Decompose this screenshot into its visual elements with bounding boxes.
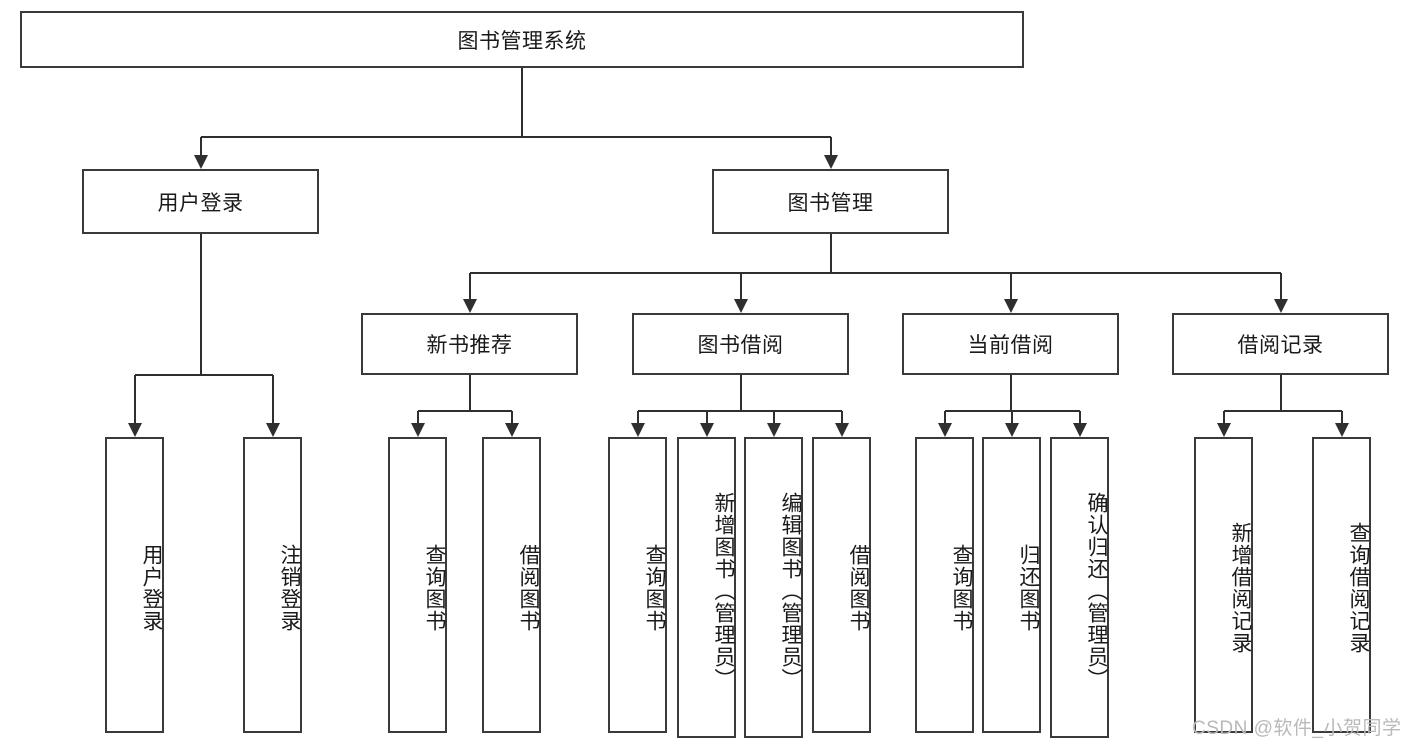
connector-to-level3 [739,273,742,311]
node-leaf-borrow-book-rec[interactable]: 借阅图书 [482,437,541,733]
arrow-head-icon [265,423,280,437]
node-root-system[interactable]: 图书管理系统 [20,11,1024,68]
arrow-head-icon [937,423,952,437]
node-label: 新书推荐 [426,334,513,357]
node-book-borrow[interactable]: 图书借阅 [632,313,849,375]
node-leaf-add-borrow-record[interactable]: 新增借阅记录 [1194,437,1253,733]
connector-parent-bus [637,410,842,412]
node-new-book-recommend[interactable]: 新书推荐 [361,313,578,375]
connector-to-level3 [1009,273,1012,311]
connector-to-leaf [133,375,136,435]
node-leaf-edit-book-admin[interactable]: 编辑图书（管理员） [744,437,803,738]
node-leaf-return-book[interactable]: 归还图书 [982,437,1041,733]
node-label: 查询借阅记录 [1347,522,1370,654]
node-label: 用户登录 [157,191,244,215]
node-leaf-borrow-book[interactable]: 借阅图书 [812,437,871,733]
arrow-head-icon [766,423,781,437]
node-leaf-query-book-rec[interactable]: 查询图书 [388,437,447,733]
arrow-head-icon [127,423,142,437]
arrow-head-icon [193,155,208,169]
node-label: 图书管理系统 [457,29,587,53]
arrow-head-icon [1004,423,1019,437]
arrow-head-icon [733,299,748,313]
node-label: 确认归还（管理员） [1085,491,1108,690]
node-label: 新增借阅记录 [1229,522,1252,654]
node-label: 编辑图书（管理员） [779,491,802,690]
node-label: 查询图书 [423,544,446,632]
arrow-head-icon [630,423,645,437]
arrow-head-icon [462,299,477,313]
node-leaf-query-borrow-record[interactable]: 查询借阅记录 [1312,437,1371,733]
arrow-head-icon [1072,423,1087,437]
connector-parent-stem [199,234,202,375]
arrow-head-icon [1334,423,1349,437]
connector-bookmgmt-bus [469,272,1281,274]
node-leaf-user-login[interactable]: 用户登录 [105,437,164,733]
node-label: 借阅图书 [847,544,870,632]
connector-parent-stem [468,375,471,411]
connector-parent-stem [739,375,742,411]
connector-bookmgmt-stem [829,234,832,273]
node-leaf-logout[interactable]: 注销登录 [243,437,302,733]
arrow-head-icon [834,423,849,437]
node-label: 新增图书（管理员） [712,491,735,690]
node-label: 图书管理 [787,191,874,215]
node-label: 用户登录 [140,544,163,632]
connector-parent-stem [1009,375,1012,411]
node-label: 查询图书 [643,544,666,632]
csdn-watermark: CSDN @软件_小贺同学 [1192,718,1402,739]
arrow-head-icon [699,423,714,437]
node-label: 查询图书 [950,544,973,632]
node-leaf-query-book-current[interactable]: 查询图书 [915,437,974,733]
node-borrow-records[interactable]: 借阅记录 [1172,313,1389,375]
node-user-login[interactable]: 用户登录 [82,169,319,234]
connector-parent-bus [417,410,512,412]
node-label: 当前借阅 [967,334,1054,357]
node-book-management[interactable]: 图书管理 [712,169,949,234]
node-leaf-query-book-borrow[interactable]: 查询图书 [608,437,667,733]
arrow-head-icon [823,155,838,169]
connector-root-stem [521,68,523,137]
connector-parent-stem [1279,375,1282,411]
node-current-borrow[interactable]: 当前借阅 [902,313,1119,375]
node-label: 借阅图书 [517,544,540,632]
arrow-head-icon [504,423,519,437]
arrow-head-icon [410,423,425,437]
connector-to-leaf [271,375,274,435]
node-leaf-add-book-admin[interactable]: 新增图书（管理员） [677,437,736,738]
node-leaf-confirm-return-admin[interactable]: 确认归还（管理员） [1050,437,1109,738]
connector-to-level3 [1279,273,1282,311]
node-label: 图书借阅 [697,334,784,357]
connector-root-bus [200,136,831,138]
arrow-head-icon [1273,299,1288,313]
node-label: 注销登录 [278,544,301,632]
node-label: 归还图书 [1017,544,1040,632]
node-label: 借阅记录 [1237,334,1324,357]
arrow-head-icon [1003,299,1018,313]
connector-to-level2 [829,137,832,167]
connector-parent-bus [134,374,273,376]
connector-to-level2 [199,137,202,167]
connector-parent-bus [1223,410,1342,412]
arrow-head-icon [1216,423,1231,437]
connector-to-level3 [468,273,471,311]
